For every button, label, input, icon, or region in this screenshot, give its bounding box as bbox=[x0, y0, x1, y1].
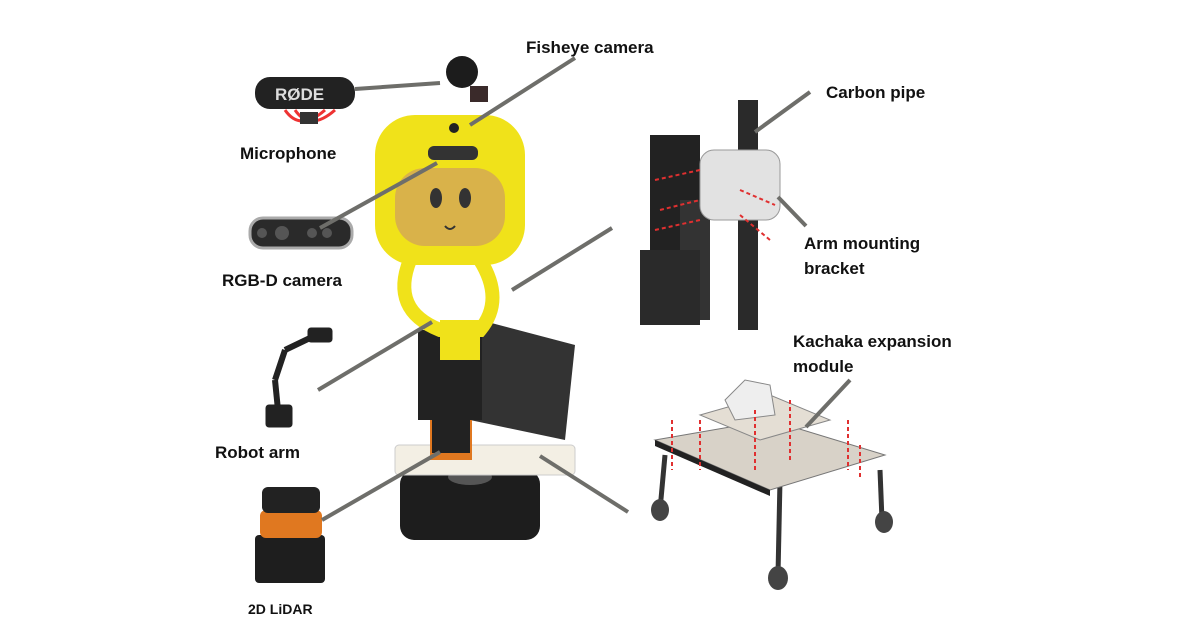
label-line-1: Kachaka expansion bbox=[793, 332, 952, 351]
robot-arm-image bbox=[265, 327, 333, 428]
label-robot-arm: Robot arm bbox=[215, 443, 300, 462]
svg-text:RØDE: RØDE bbox=[275, 85, 324, 104]
leader-arm-bracket bbox=[776, 195, 808, 228]
leader-fisheye bbox=[468, 56, 577, 127]
robot-image bbox=[375, 115, 576, 540]
label-fisheye-camera: Fisheye camera bbox=[526, 38, 654, 57]
leader-rgbd bbox=[319, 161, 438, 230]
arm-bracket-detail-image bbox=[640, 100, 781, 330]
leader-expansion-zoom bbox=[538, 454, 630, 514]
leader-microphone bbox=[354, 81, 441, 91]
label-arm-mounting-bracket: Arm mounting bracket bbox=[804, 231, 920, 281]
label-line-2: bracket bbox=[804, 259, 865, 278]
label-line-1: Arm mounting bbox=[804, 234, 921, 253]
leader-bracket-zoom bbox=[510, 226, 614, 292]
label-2d-lidar: 2D LiDAR bbox=[248, 601, 313, 617]
lidar-image bbox=[255, 487, 325, 583]
label-line-2: module bbox=[793, 357, 854, 376]
leader-kachaka bbox=[804, 378, 852, 429]
rgbd-camera-image bbox=[248, 216, 354, 250]
leader-carbon-pipe bbox=[753, 90, 812, 134]
microphone-image: RØDE bbox=[255, 56, 488, 124]
label-microphone: Microphone bbox=[240, 144, 337, 163]
label-carbon-pipe: Carbon pipe bbox=[826, 83, 926, 102]
label-kachaka-expansion-module: Kachaka expansion module bbox=[793, 329, 952, 379]
leader-robot-arm bbox=[316, 320, 434, 392]
expansion-module-image bbox=[651, 379, 893, 590]
leader-lines bbox=[316, 56, 852, 522]
leader-lidar bbox=[321, 450, 441, 522]
label-rgbd-camera: RGB-D camera bbox=[222, 271, 342, 290]
